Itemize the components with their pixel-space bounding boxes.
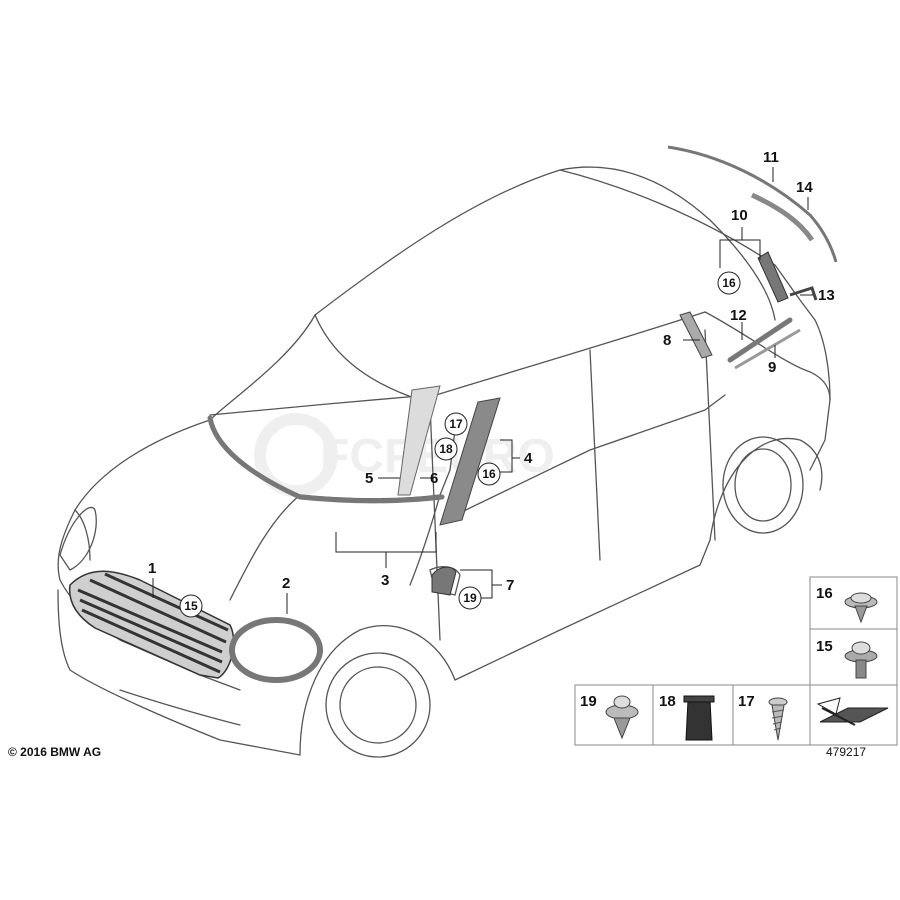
circled-refs: 15 16 16 17 18 19 — [179, 271, 741, 618]
circled-ref-17: 17 — [444, 412, 468, 436]
callout-9: 9 — [768, 359, 776, 376]
circled-ref-15: 15 — [179, 594, 203, 618]
copyright-text: © 2016 BMW AG — [8, 745, 102, 759]
windshield-seal — [207, 415, 445, 504]
svg-text:16: 16 — [482, 467, 496, 481]
callout-12: 12 — [730, 307, 747, 324]
callout-5: 5 — [365, 470, 373, 487]
svg-text:17: 17 — [449, 417, 463, 431]
b-pillar-trim — [679, 311, 713, 359]
parts-legend: 16 15 19 18 17 — [574, 576, 898, 746]
callout-6: 6 — [430, 470, 438, 487]
callout-8: 8 — [663, 332, 671, 349]
leader-lines — [152, 167, 813, 614]
rear-window-moulding — [734, 328, 801, 370]
plastic-rivet-icon — [605, 695, 639, 740]
svg-text:16: 16 — [722, 276, 736, 290]
callouts: 1 2 3 4 5 6 7 8 9 10 11 12 13 14 — [148, 149, 835, 594]
callout-2: 2 — [282, 575, 290, 592]
circled-ref-19: 19 — [458, 586, 482, 610]
a-pillar-seal — [397, 385, 441, 496]
watermark: FCPEURO — [254, 413, 555, 497]
headlight-ring — [229, 617, 323, 683]
a-pillar-trim — [439, 397, 501, 526]
circled-ref-16-rear: 16 — [717, 271, 741, 295]
callout-1: 1 — [148, 560, 156, 577]
callout-13: 13 — [818, 287, 835, 304]
callout-7: 7 — [506, 577, 514, 594]
rear-window-seal — [727, 317, 793, 363]
legend-label-16: 16 — [816, 585, 833, 602]
callout-14: 14 — [796, 179, 813, 196]
self-tapping-screw-icon — [768, 697, 788, 741]
grommet-nut-icon — [683, 695, 715, 741]
callout-3: 3 — [381, 572, 389, 589]
legend-label-18: 18 — [659, 693, 676, 710]
push-clip-icon — [844, 592, 878, 624]
diagram-number: 479217 — [826, 745, 867, 759]
roof-moulding — [667, 145, 838, 263]
mirror-triangle-trim — [431, 566, 457, 596]
d-pillar-trim — [757, 251, 789, 303]
part-shapes — [68, 145, 838, 683]
rear-trim — [789, 286, 818, 301]
callout-11: 11 — [763, 149, 779, 166]
svg-text:19: 19 — [463, 591, 477, 605]
arrow-direction-icon — [816, 697, 889, 726]
legend-label-17: 17 — [738, 693, 755, 710]
roof-strip — [750, 192, 815, 242]
circled-ref-16-pillar: 16 — [477, 462, 501, 486]
legend-label-19: 19 — [580, 693, 597, 710]
svg-text:18: 18 — [439, 442, 453, 456]
callout-10: 10 — [731, 207, 748, 224]
expanding-rivet-icon — [844, 641, 878, 679]
grille — [68, 570, 235, 679]
circled-ref-18: 18 — [434, 437, 458, 461]
legend-label-15: 15 — [816, 638, 833, 655]
callout-4: 4 — [524, 450, 533, 467]
svg-text:15: 15 — [184, 599, 198, 613]
